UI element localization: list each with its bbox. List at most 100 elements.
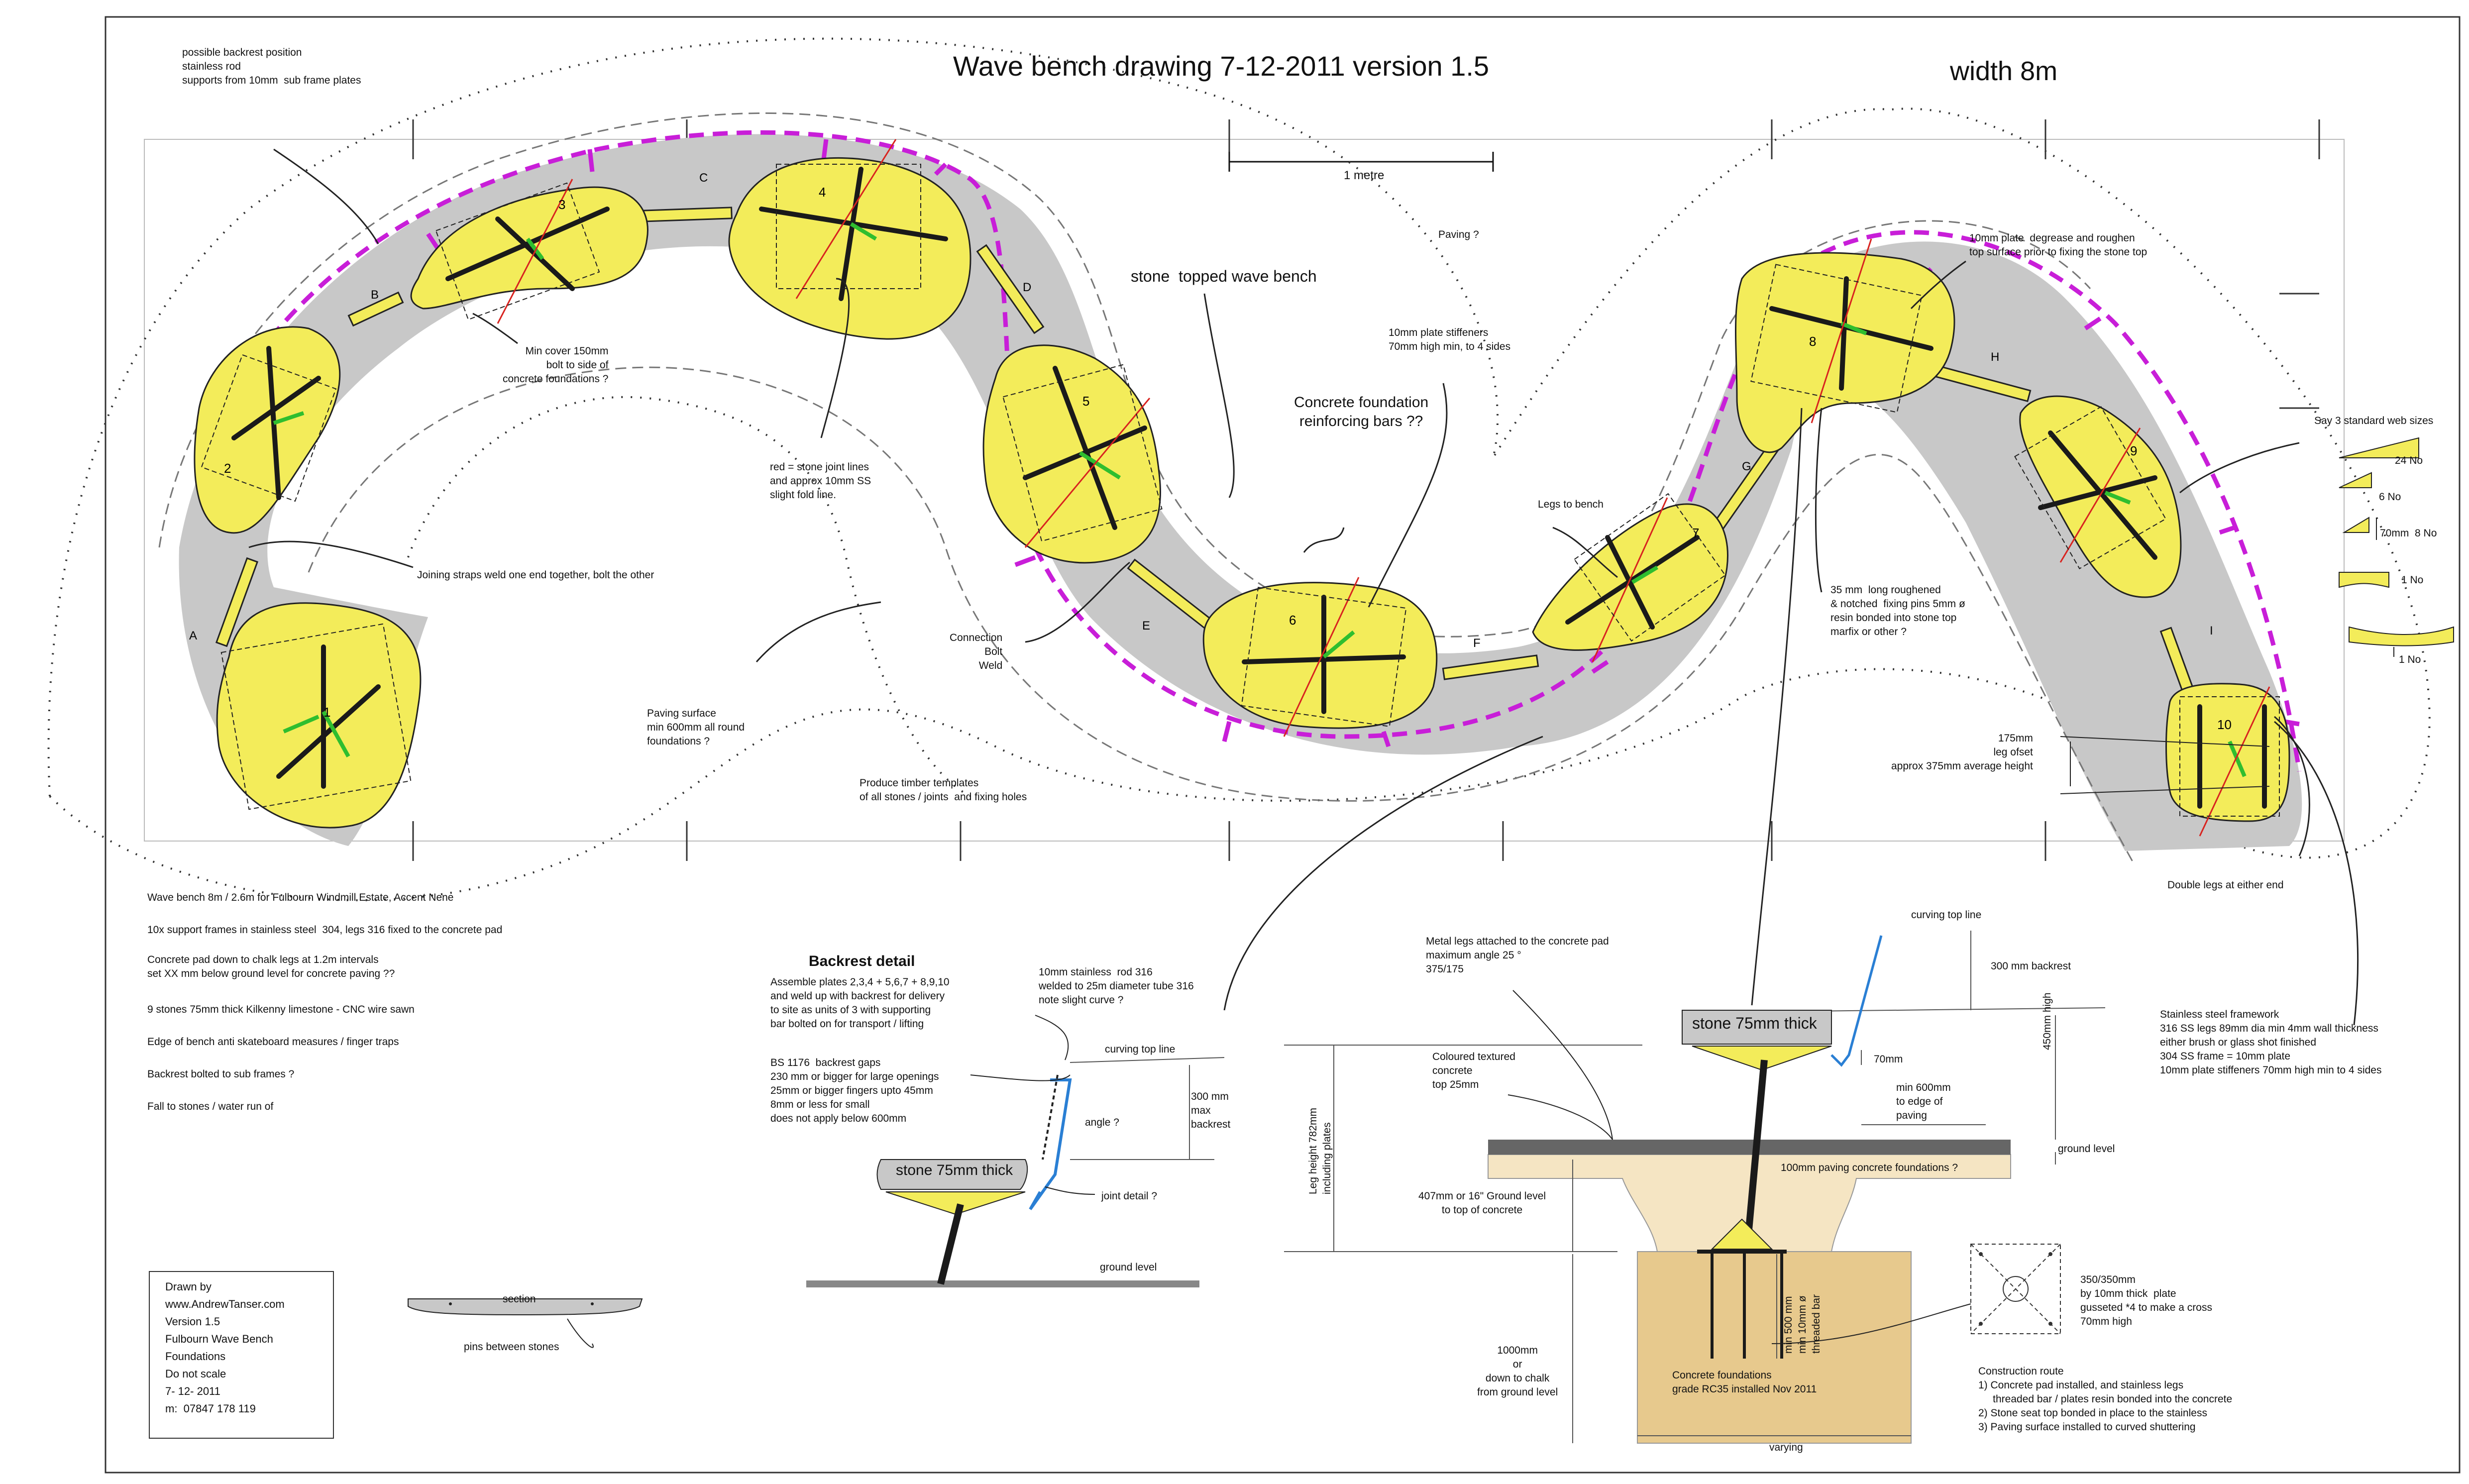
section-coloured: Coloured textured concrete top 25mm <box>1432 1051 1515 1090</box>
web-count-6: 6 No <box>2379 491 2401 503</box>
drawing-border <box>105 16 2461 1474</box>
joining-straps <box>215 207 2201 712</box>
stone-number-8: 8 <box>1809 334 1816 349</box>
stone-number-6: 6 <box>1289 613 1296 628</box>
note-1: Wave bench 8m / 2.6m for Fulbourn Windmi… <box>147 892 454 903</box>
scale-label: 1 metre <box>1344 169 1384 182</box>
stone-number-labels: 1 2 3 4 5 6 7 8 9 10 <box>224 185 2232 732</box>
section-paving100: 100mm paving concrete foundations ? <box>1781 1162 1958 1173</box>
strap-letter-a: A <box>189 629 197 642</box>
web-size-icons <box>2339 437 2454 646</box>
web-count-24: 24 No <box>2395 455 2423 466</box>
title-block: Drawn by www.AndrewTanser.com Version 1.… <box>165 1280 285 1415</box>
section-450: 450mm high <box>2041 992 2053 1050</box>
callout-leg-offset: 175mm leg ofset approx 375mm average hei… <box>1891 733 2033 772</box>
drawing-title: Wave bench drawing 7-12-2011 version 1.5 <box>953 50 1490 82</box>
section-depth: 1000mm or down to chalk from ground leve… <box>1477 1345 1558 1398</box>
backrest-heading: Backrest detail <box>809 953 915 969</box>
frame-plates-dashed <box>201 164 2280 817</box>
note-7: Fall to stones / water run of <box>147 1101 274 1112</box>
backrest-line <box>202 130 2302 772</box>
web-count-1b: 1 No <box>2399 654 2421 665</box>
section-min600: min 600mm to edge of paving <box>1896 1082 1951 1121</box>
section-stone: stone 75mm thick <box>1692 1014 1817 1032</box>
section-foundations: Concrete foundations grade RC35 installe… <box>1672 1370 1817 1395</box>
width-label: width 8m <box>1950 56 2058 86</box>
web-count-1a: 1 No <box>2401 574 2424 586</box>
callout-stone-topped: stone topped wave bench <box>1131 267 1317 285</box>
strap-letter-g: G <box>1742 460 1751 473</box>
title-block-border <box>149 1271 334 1439</box>
note-6: Backrest bolted to sub frames ? <box>147 1068 295 1080</box>
strap-letter-i: I <box>2210 624 2213 637</box>
web-count-8: 70mm 8 No <box>2380 528 2437 539</box>
ruler-ticks <box>412 119 2320 861</box>
section-pin-left <box>449 1302 452 1305</box>
leg-offset-dimension <box>2060 736 2270 794</box>
backrest-assemble: Assemble plates 2,3,4 + 5,6,7 + 8,9,10 a… <box>770 976 950 1030</box>
section-detail-drawing <box>1284 931 2106 1444</box>
stone-10 <box>2165 683 2290 822</box>
callout-fixing-pins: 35 mm long roughened & notched fixing pi… <box>1830 584 1965 637</box>
callout-web-sizes: Say 3 standard web sizes <box>2314 415 2434 426</box>
backrest-curving: curving top line <box>1105 1044 1176 1055</box>
callout-legs-to-bench: Legs to bench <box>1538 499 1604 510</box>
frame-legs <box>231 167 2267 809</box>
section-route: Construction route 1) Concrete pad insta… <box>1978 1366 2233 1433</box>
section-backrest300: 300 mm backrest <box>1991 960 2071 972</box>
stone-number-10: 10 <box>2217 717 2232 732</box>
stone-number-4: 4 <box>819 185 826 200</box>
backrest-detail-drawing <box>806 1015 1225 1287</box>
callout-templates: Produce timber templates of all stones /… <box>859 777 1027 803</box>
section-metal-legs: Metal legs attached to the concrete pad … <box>1426 936 1609 975</box>
section-label: section <box>503 1293 536 1305</box>
stone-number-7: 7 <box>1692 526 1699 540</box>
dashed-offset-outer <box>158 112 2091 637</box>
strap-letter-f: F <box>1473 636 1481 650</box>
callout-connection: Connection Bolt Weld <box>950 632 1003 671</box>
stone-number-5: 5 <box>1082 394 1089 409</box>
section-70mm: 70mm <box>1874 1054 1903 1065</box>
section-ground407: 407mm or 16" Ground level to top of conc… <box>1418 1190 1546 1216</box>
callout-double-legs: Double legs at either end <box>2167 879 2284 891</box>
stone-5 <box>982 344 1161 564</box>
note-3: Concrete pad down to chalk legs at 1.2m … <box>147 954 395 979</box>
strap-letter-d: D <box>1023 281 1031 294</box>
stone-6 <box>1202 582 1438 729</box>
backrest-max: 300 mm max backrest <box>1191 1091 1231 1130</box>
callout-paving-surface: Paving surface min 600mm all round found… <box>647 708 745 747</box>
note-5: Edge of bench anti skateboard measures /… <box>147 1036 399 1048</box>
callout-paving-q: Paving ? <box>1438 229 1479 240</box>
strap-letter-e: E <box>1142 619 1150 633</box>
callout-degrease: 10mm plate degrease and roughen top surf… <box>1969 232 2147 258</box>
backrest-angle: angle ? <box>1085 1117 1119 1128</box>
section-plate: 350/350mm by 10mm thick plate gusseted *… <box>2080 1274 2212 1327</box>
backrest-stone: stone 75mm thick <box>896 1162 1013 1178</box>
note-2: 10x support frames in stainless steel 30… <box>147 924 503 936</box>
strap-letter-labels: A B C D E F G H I <box>189 171 2213 650</box>
section-leg-height: Leg height 782mm including plates <box>1307 1108 1333 1194</box>
stone-1 <box>216 602 422 829</box>
stone-number-1: 1 <box>323 705 330 720</box>
section-pin-right <box>591 1302 594 1305</box>
web-size-arrows <box>2376 518 2394 657</box>
dotted-outline-lower <box>49 668 2241 901</box>
section-caption: pins between stones <box>464 1341 559 1353</box>
scale-bar <box>1228 152 1494 172</box>
backrest-bs: BS 1176 backrest gaps 230 mm or bigger f… <box>770 1057 939 1124</box>
leader-lines <box>248 148 2359 1272</box>
backrest-ground: ground level <box>1100 1262 1157 1273</box>
stone-number-2: 2 <box>224 461 231 476</box>
plan-frame <box>144 139 2345 842</box>
backrest-joint: joint detail ? <box>1101 1190 1158 1202</box>
callout-red-lines: red = stone joint lines and approx 10mm … <box>770 461 871 501</box>
green-braces <box>273 222 2247 777</box>
note-4: 9 stones 75mm thick Kilkenny limestone -… <box>147 1004 415 1015</box>
callout-min-cover: Min cover 150mm bolt to side of concrete… <box>503 345 609 385</box>
strap-letter-b: B <box>371 288 379 302</box>
callout-backrest-position: possible backrest position stainless rod… <box>182 47 361 86</box>
section-varying: varying <box>1769 1442 1803 1453</box>
section-curving: curving top line <box>1911 909 1982 921</box>
section-leader <box>567 1318 594 1348</box>
